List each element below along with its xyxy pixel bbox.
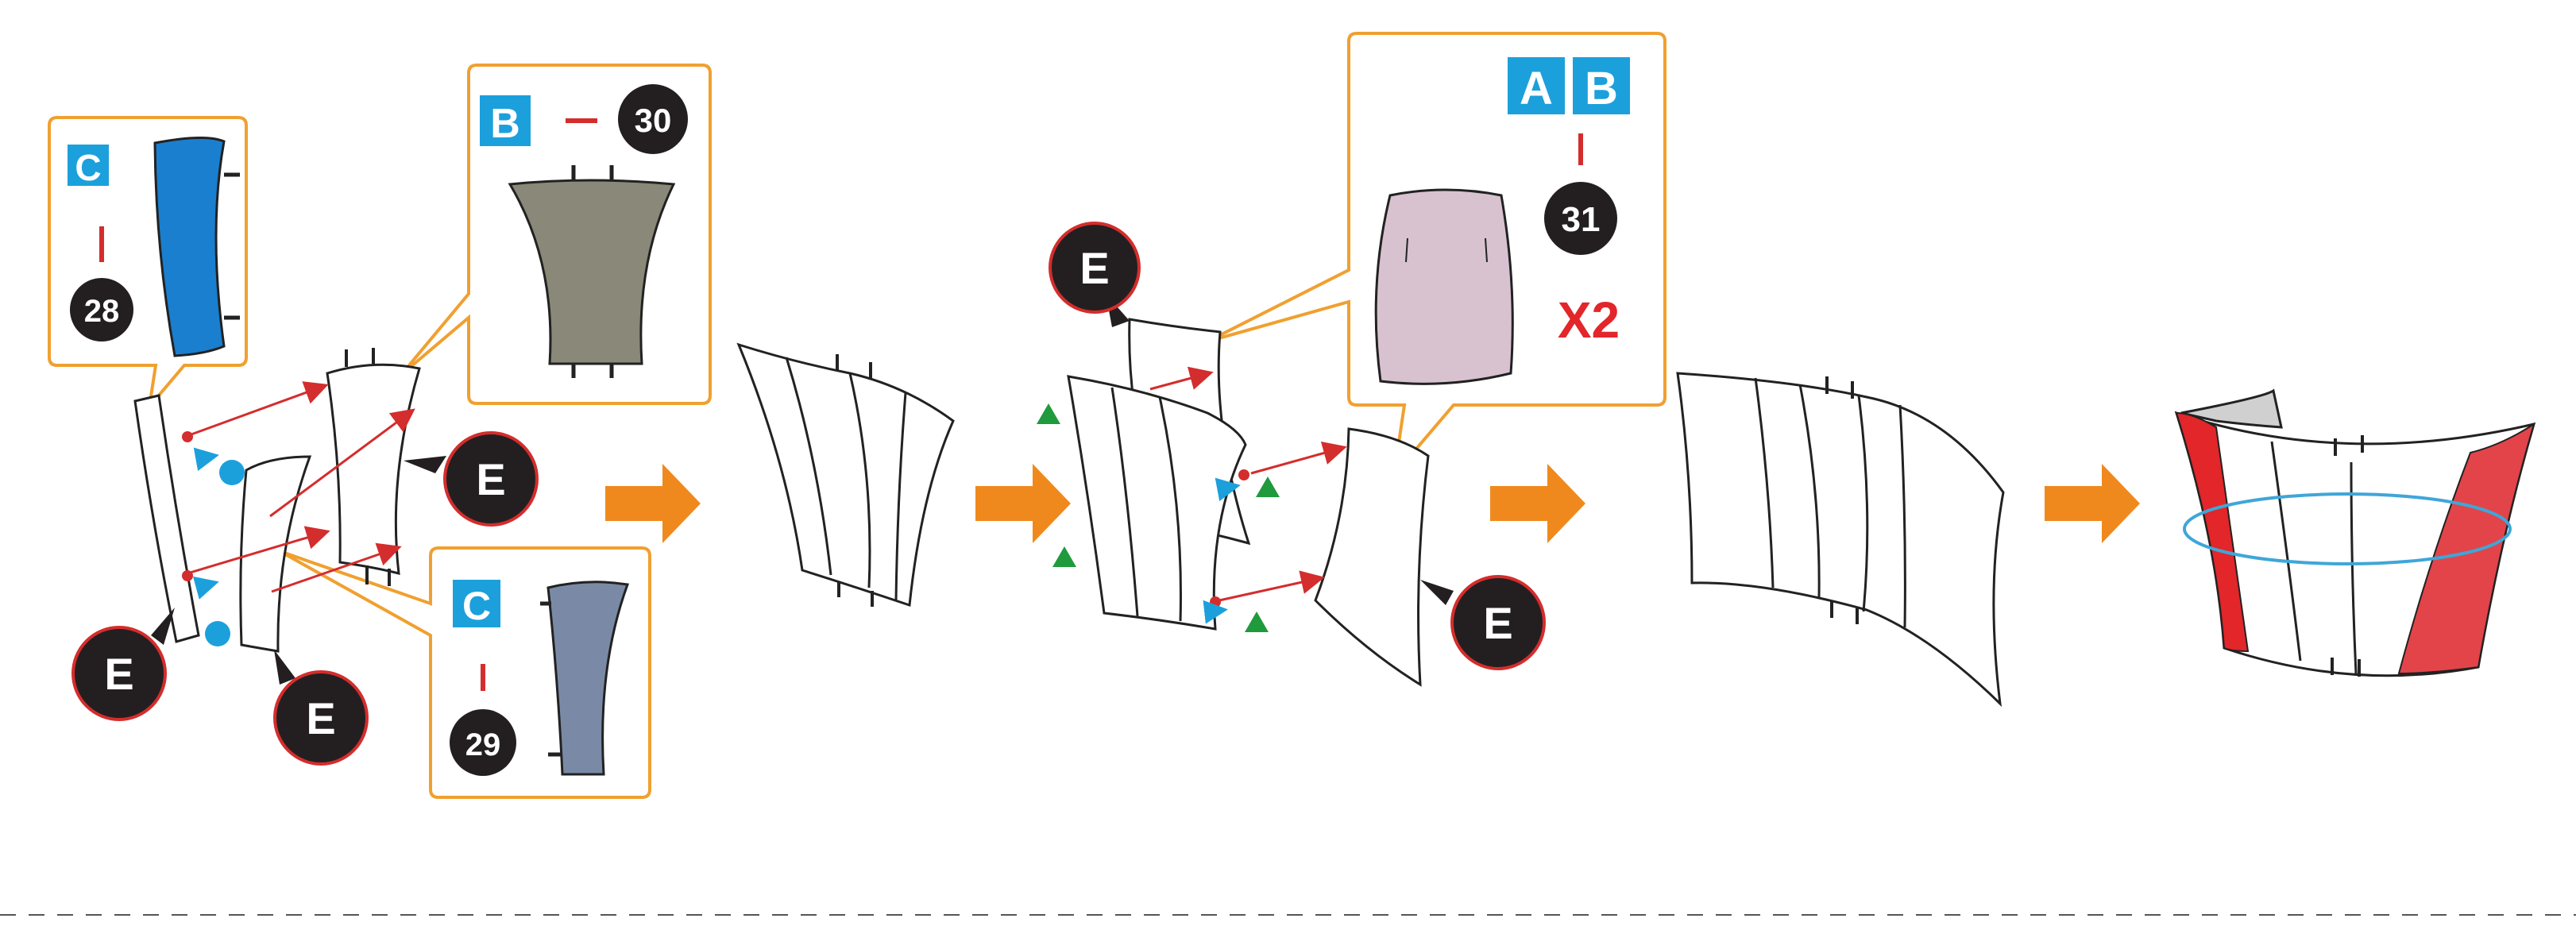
sheet-letter-c29: C (462, 584, 491, 628)
green-marker (1256, 477, 1280, 497)
step-arrow-3 (1490, 464, 1585, 543)
panel-30 (326, 363, 421, 575)
step-arrow-2 (975, 464, 1071, 543)
sheet-letter-a31: A (1520, 63, 1553, 114)
part-c29-shape (546, 581, 630, 776)
part-number-badge-31 (1544, 182, 1617, 255)
ring-red-right (2397, 422, 2535, 675)
part-number-31: 31 (1562, 200, 1601, 239)
step-arrow-1 (605, 464, 701, 543)
sheet-badge-c29 (453, 580, 500, 627)
part-number-28: 28 (84, 294, 120, 329)
piece-label-e-2: E (273, 650, 369, 766)
step-3-group: A B 31 X2 E (1037, 32, 1666, 687)
part-c28-shape (153, 137, 226, 357)
step-5-group (2174, 388, 2536, 677)
green-marker (1245, 612, 1269, 632)
svg-text:E: E (476, 454, 505, 504)
svg-text:E: E (1079, 243, 1109, 293)
sheet-badge-b30 (480, 95, 531, 146)
panel-29 (239, 455, 312, 653)
step-4-group (1676, 372, 2005, 708)
four-panel-strip (736, 342, 955, 608)
part-number-badge-28 (70, 278, 133, 341)
rotation-ring (2183, 492, 2512, 565)
step-1-group: C 28 B 30 C (48, 64, 712, 799)
green-marker (1037, 403, 1060, 424)
svg-text:E: E (104, 649, 133, 699)
green-marker (1052, 546, 1076, 567)
svg-text:E: E (1483, 598, 1512, 648)
sheet-letter-b30: B (490, 101, 520, 147)
six-panel-strip (1676, 372, 2005, 708)
sheet-badge-b31 (1573, 57, 1630, 114)
side-panel-right (1314, 427, 1430, 687)
part-number-29: 29 (465, 727, 501, 762)
piece-label-e-5: E (1420, 575, 1546, 670)
svg-text:E: E (306, 693, 335, 743)
step-1-guides (182, 381, 415, 646)
piece-label-e-4: E (1049, 222, 1141, 327)
sheet-badge-a31 (1508, 57, 1565, 114)
panel-28 (133, 394, 200, 643)
part-number-badge-30 (618, 84, 688, 154)
callout-ab31: A B 31 X2 (1207, 32, 1666, 480)
part-number-badge-29 (450, 709, 516, 776)
piece-label-e-3: E (404, 431, 539, 527)
part-number-30: 30 (635, 102, 672, 139)
sheet-badge-c28 (68, 145, 109, 186)
callout-c28: C 28 (48, 116, 248, 412)
piece-label-e-1: E (71, 608, 175, 721)
ring-red-left (2175, 411, 2250, 653)
step-arrow-4 (2045, 464, 2140, 543)
part-ab31-shape (1374, 188, 1514, 385)
callout-c29: C 29 (279, 546, 651, 799)
sheet-letter-b31: B (1585, 63, 1618, 114)
strip-panel-main (1067, 375, 1247, 631)
part-b30-shape (508, 179, 676, 365)
callout-b30: B 30 (400, 64, 712, 405)
quantity-label: X2 (1558, 291, 1620, 349)
sheet-letter-c28: C (75, 147, 101, 188)
step-2-group (736, 342, 955, 608)
